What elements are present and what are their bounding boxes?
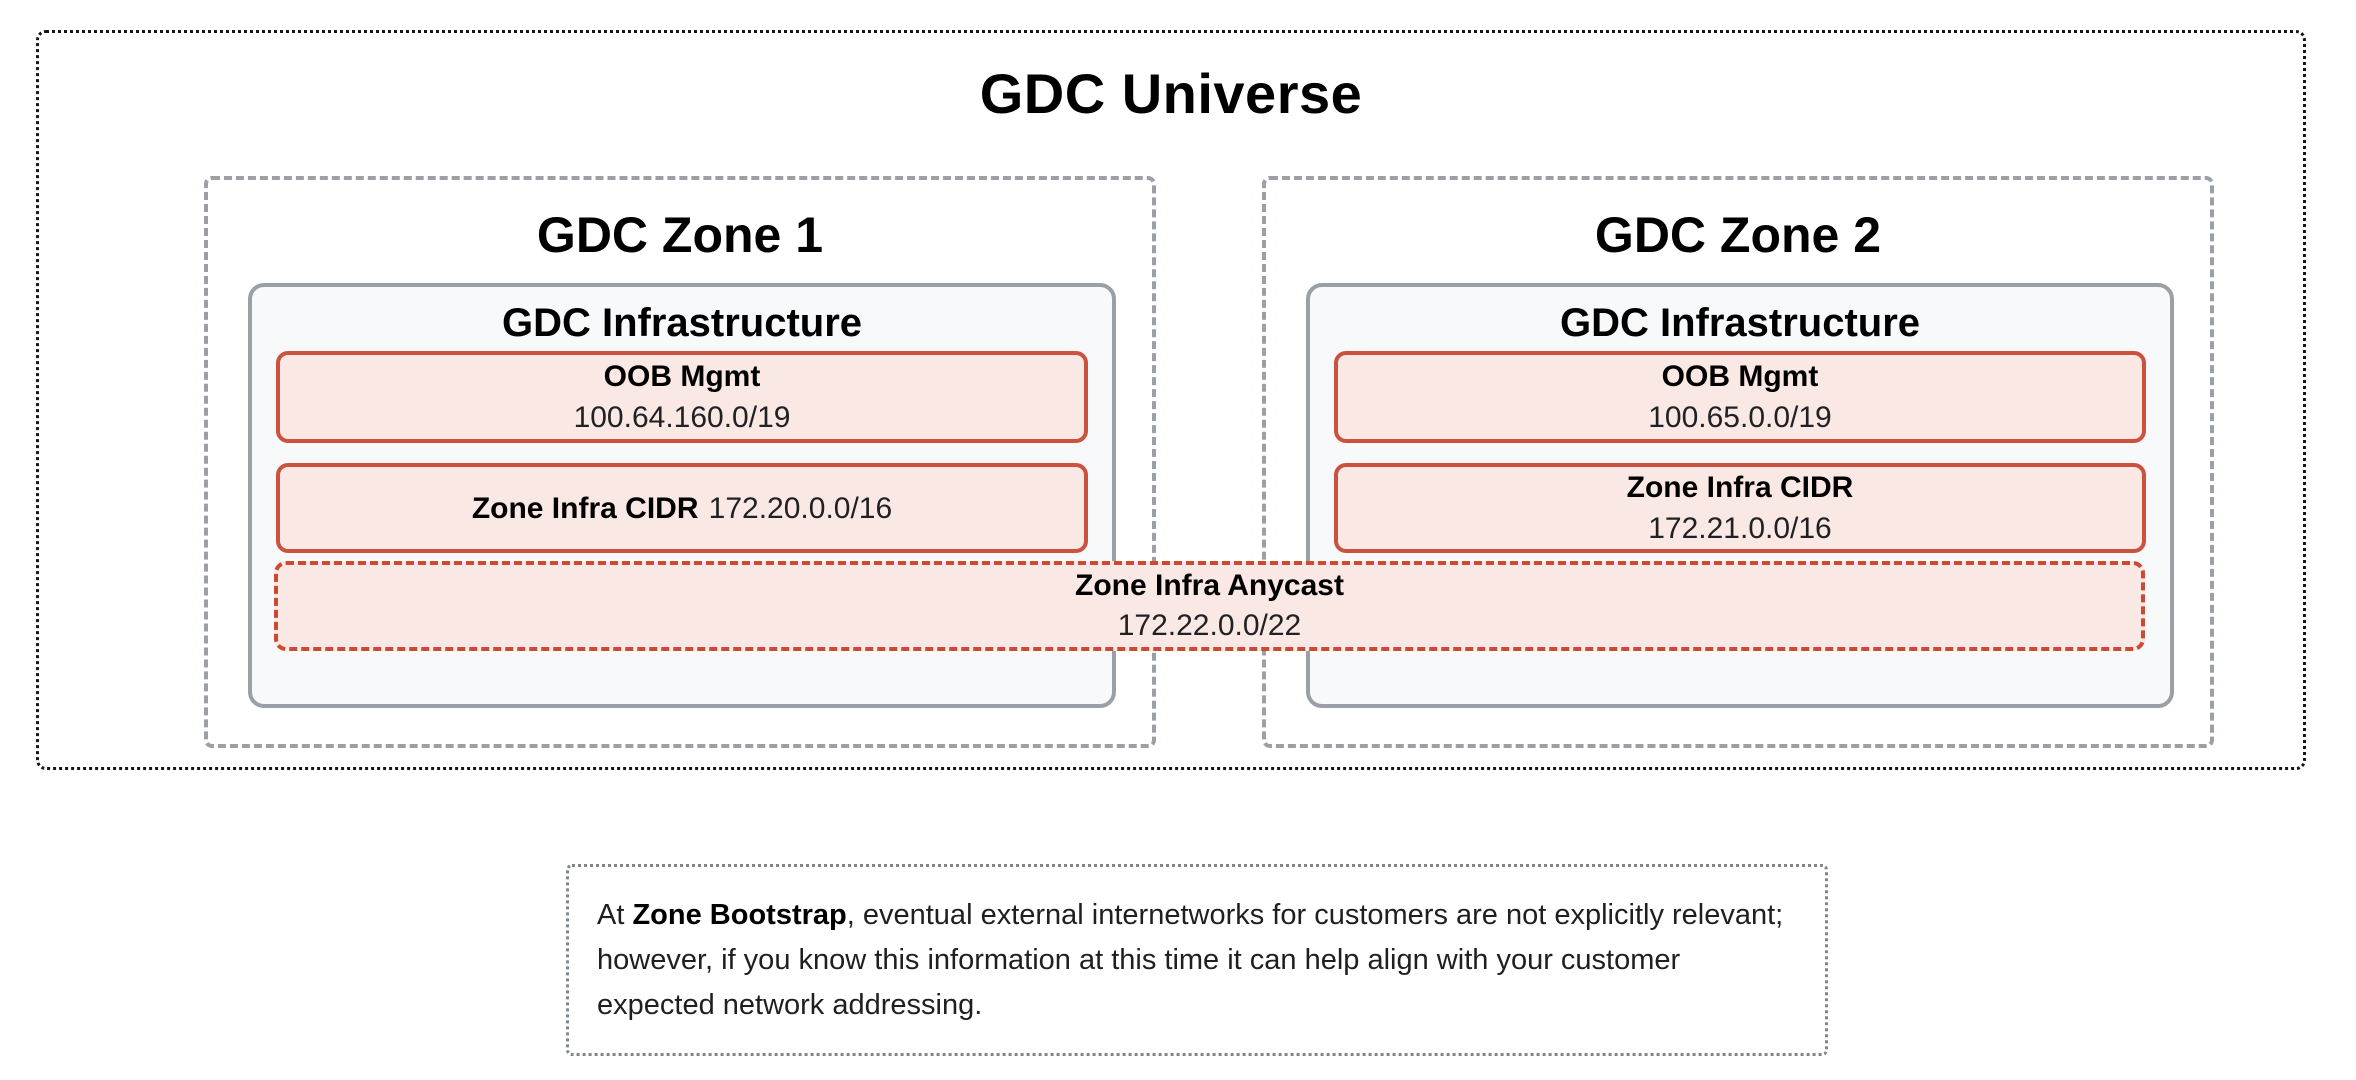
note-text-prefix: At [597, 899, 633, 931]
zone-infra-anycast-cidr: 172.22.0.0/22 [1117, 609, 1302, 642]
note-text-suffix: , eventual external internetworks for cu… [597, 899, 1784, 1021]
note-text-bold: Zone Bootstrap [632, 899, 847, 931]
zone-infra-cidr-box-zone-1: Zone Infra CIDR 172.20.0.0/16 [276, 463, 1088, 553]
oob-mgmt-label-zone-1: OOB Mgmt [603, 360, 761, 393]
gdc-zone-1-box: GDC Zone 1 GDC Infrastructure OOB Mgmt 1… [204, 176, 1156, 748]
oob-mgmt-label-zone-2: OOB Mgmt [1661, 360, 1819, 393]
oob-mgmt-box-zone-2: OOB Mgmt 100.65.0.0/19 [1334, 351, 2146, 443]
oob-mgmt-cidr-zone-2: 100.65.0.0/19 [1648, 401, 1832, 434]
zone-infra-anycast-label: Zone Infra Anycast [1075, 569, 1344, 602]
gdc-infrastructure-title-zone-2: GDC Infrastructure [1559, 301, 1921, 345]
gdc-universe-box: GDC Universe GDC Zone 1 GDC Infrastructu… [36, 30, 2306, 770]
oob-mgmt-box-zone-1: OOB Mgmt 100.64.160.0/19 [276, 351, 1088, 443]
zone-infra-cidr-value-zone-1: 172.20.0.0/16 [708, 491, 893, 525]
zone-infra-cidr-value-zone-2: 172.21.0.0/16 [1648, 512, 1832, 545]
zone-infra-cidr-label-zone-2: Zone Infra CIDR [1626, 471, 1854, 504]
gdc-zone-2-title: GDC Zone 2 [1594, 207, 1882, 263]
zone-bootstrap-note-box: At Zone Bootstrap, eventual external int… [566, 864, 1828, 1056]
zone-infra-cidr-box-zone-2: Zone Infra CIDR 172.21.0.0/16 [1334, 463, 2146, 553]
gdc-universe-title: GDC Universe [979, 62, 1363, 125]
zone-infra-cidr-label-zone-1: Zone Infra CIDR [471, 491, 699, 525]
gdc-zone-2-box: GDC Zone 2 GDC Infrastructure OOB Mgmt 1… [1262, 176, 2214, 748]
gdc-zone-1-title: GDC Zone 1 [536, 207, 824, 263]
oob-mgmt-cidr-zone-1: 100.64.160.0/19 [573, 401, 791, 434]
zone-infra-anycast-box: Zone Infra Anycast 172.22.0.0/22 [274, 561, 2145, 651]
gdc-infrastructure-title-zone-1: GDC Infrastructure [501, 301, 863, 345]
